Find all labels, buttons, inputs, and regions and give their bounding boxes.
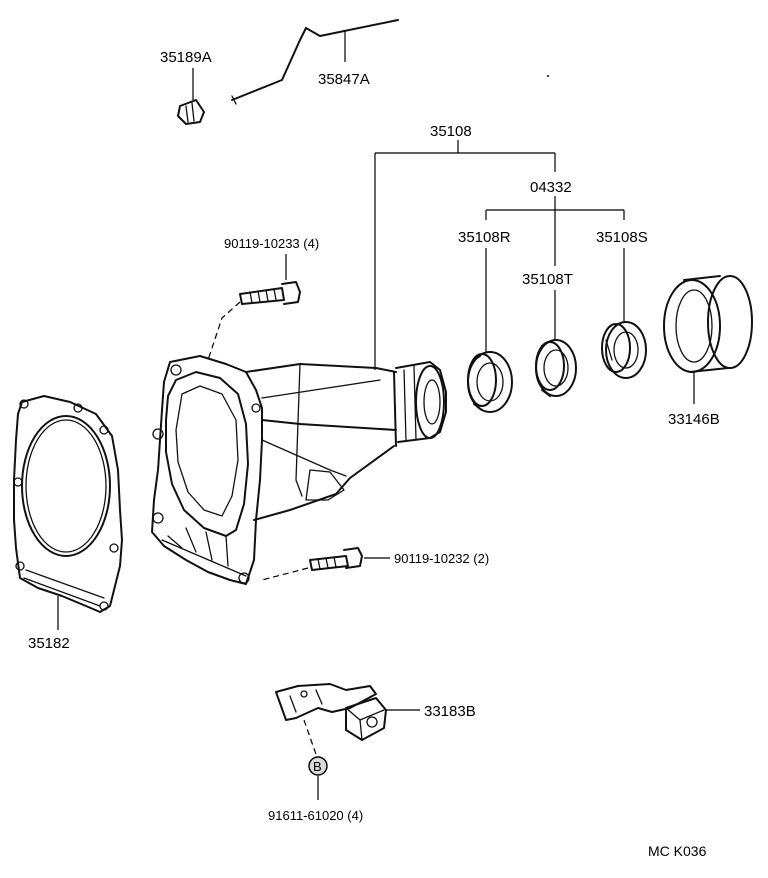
label-35108[interactable]: 35108 bbox=[430, 123, 472, 140]
label-35108S[interactable]: 35108S bbox=[596, 229, 648, 246]
label-91611-61020[interactable]: 91611-61020 (4) bbox=[268, 808, 363, 823]
label-33183B[interactable]: 33183B bbox=[424, 703, 476, 720]
label-04332[interactable]: 04332 bbox=[530, 179, 572, 196]
marker-b-letter: B bbox=[313, 759, 322, 774]
extension-housing-part[interactable] bbox=[151, 355, 447, 585]
gasket-35182-part[interactable] bbox=[13, 395, 123, 613]
bolt-90119-10233-part[interactable] bbox=[239, 281, 301, 305]
breather-tube-part[interactable] bbox=[231, 19, 399, 105]
breather-plug-part[interactable] bbox=[177, 99, 205, 125]
label-35182[interactable]: 35182 bbox=[28, 635, 70, 652]
label-90119-10233[interactable]: 90119-10233 (4) bbox=[224, 236, 319, 251]
label-33146B[interactable]: 33146B bbox=[668, 411, 720, 428]
label-90119-10232[interactable]: 90119-10232 (2) bbox=[394, 551, 489, 566]
label-35847A[interactable]: 35847A bbox=[318, 71, 370, 88]
label-35108T[interactable]: 35108T bbox=[522, 271, 573, 288]
speed-sensor-part[interactable] bbox=[275, 683, 387, 741]
label-35108R[interactable]: 35108R bbox=[458, 229, 511, 246]
oil-seal-35108R-part[interactable] bbox=[467, 351, 513, 413]
label-35189A[interactable]: 35189A bbox=[160, 49, 212, 66]
seal-35108T-part[interactable] bbox=[535, 339, 577, 397]
sleeve-33146B-part[interactable] bbox=[663, 275, 753, 373]
diagram-code: MC K036 bbox=[648, 843, 707, 859]
bolt-90119-10232-part[interactable] bbox=[309, 547, 363, 571]
seal-35108S-part[interactable] bbox=[601, 321, 647, 379]
marker-b[interactable]: B bbox=[308, 756, 328, 776]
